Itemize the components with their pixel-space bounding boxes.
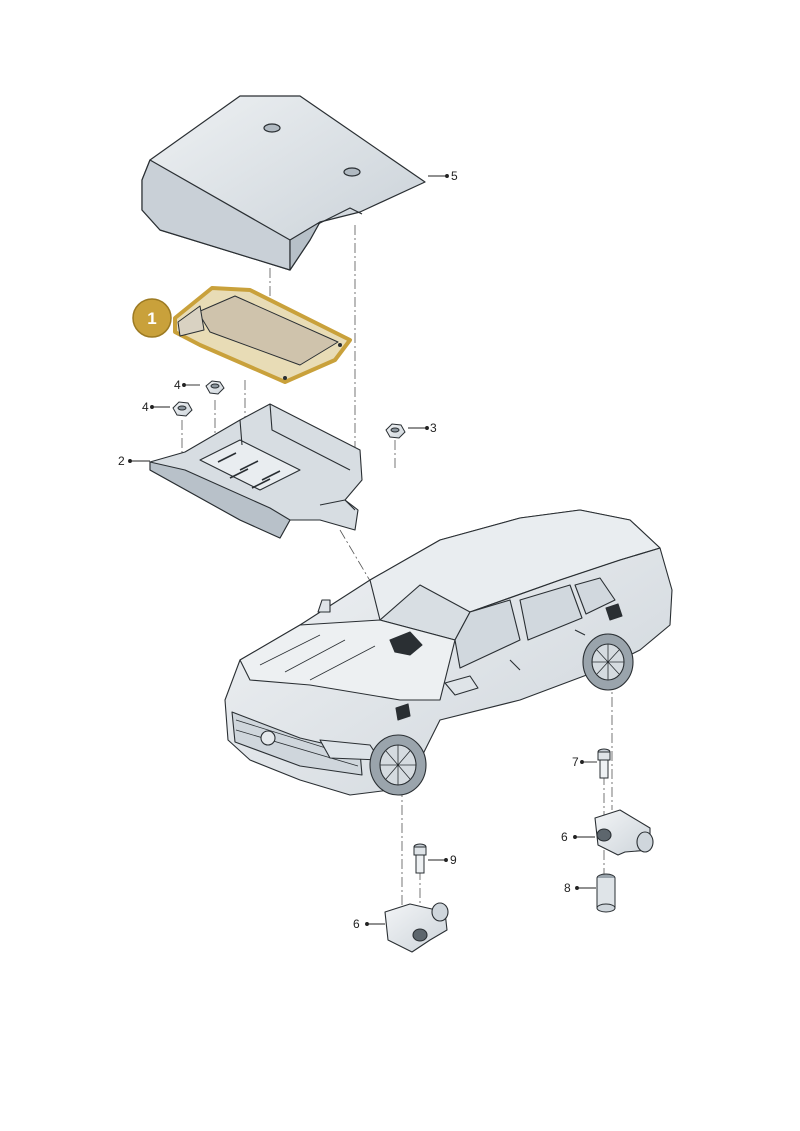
bolt-part-7 <box>597 748 611 779</box>
nut-part-3 <box>385 423 406 439</box>
highlight-badge: 1 <box>132 298 172 338</box>
sensor-part-6-right <box>594 809 654 856</box>
callout-6-right: 6 <box>561 830 568 844</box>
car-illustration <box>224 509 673 796</box>
callout-4-upper: 4 <box>174 378 181 392</box>
callout-8: 8 <box>564 881 571 895</box>
callout-7: 7 <box>572 755 579 769</box>
nut-part-4-upper <box>205 380 225 395</box>
bracket-part-2 <box>149 403 363 539</box>
callout-labels: 5 4 4 3 2 7 6 8 9 6 <box>118 169 579 931</box>
callout-2: 2 <box>118 454 125 468</box>
callout-4-lower: 4 <box>142 400 149 414</box>
sensor-part-6-left <box>384 902 449 953</box>
callout-6-left: 6 <box>353 917 360 931</box>
bolt-part-9 <box>413 843 427 874</box>
badge-label: 1 <box>147 309 156 328</box>
sleeve-part-8 <box>596 873 616 913</box>
callout-5: 5 <box>451 169 458 183</box>
cover-part-5 <box>141 95 426 271</box>
callout-3: 3 <box>430 421 437 435</box>
leader-lines <box>128 174 597 926</box>
control-module-part-1 <box>173 286 352 384</box>
nut-part-4-lower <box>172 401 193 417</box>
callout-9: 9 <box>450 853 457 867</box>
